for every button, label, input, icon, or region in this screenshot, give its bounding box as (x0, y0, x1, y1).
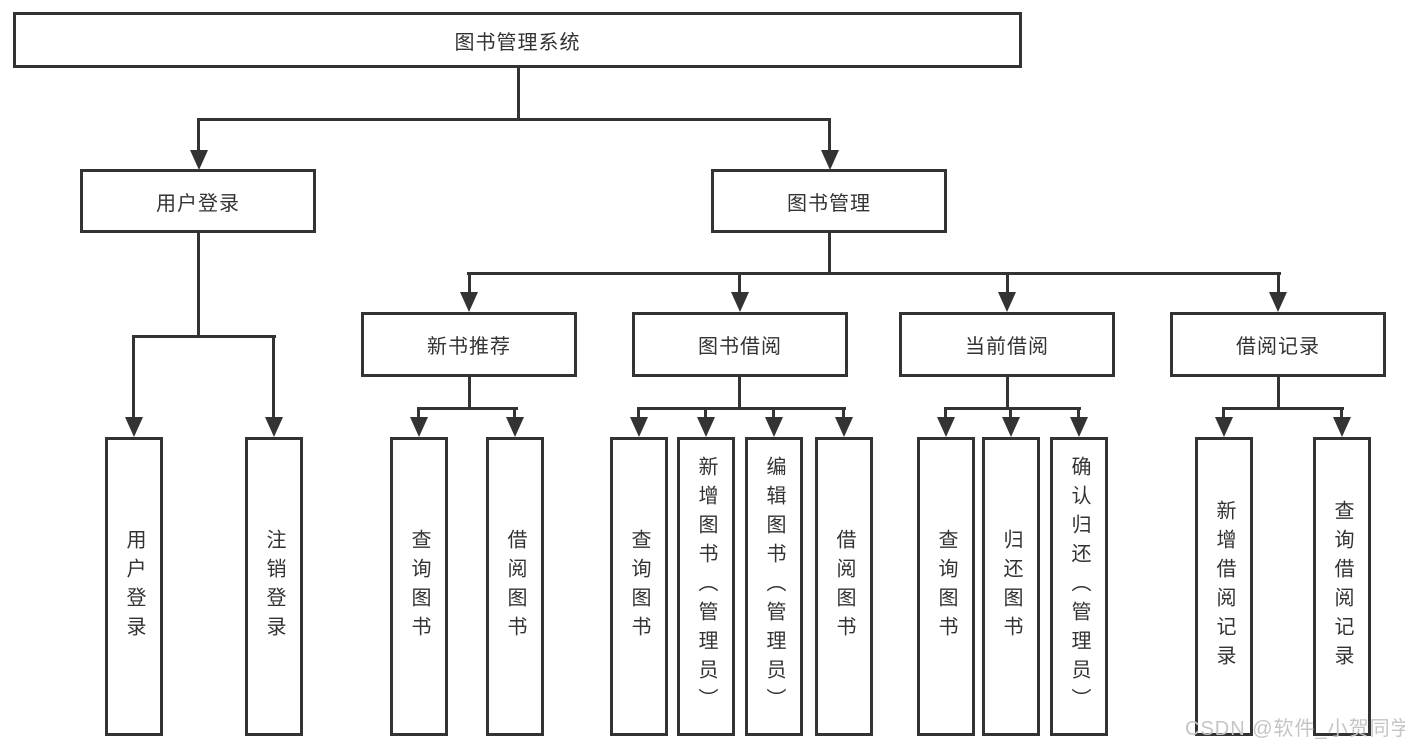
connector-to-borrow-records (1277, 272, 1280, 294)
arrow-to-login (125, 417, 143, 437)
node-leaf-logout: 注销登录 (245, 437, 303, 736)
node-leaf-return-books: 归还图书 (982, 437, 1040, 736)
connector-leaf (513, 407, 516, 419)
arrow-to-book-borrow (731, 292, 749, 312)
connector-new-book-rec-stem (468, 375, 471, 410)
arrow-to-book-management (821, 150, 839, 170)
connector-book-borrow-branch (637, 407, 846, 410)
connector-to-user-login (197, 118, 200, 152)
node-leaf-query-borrow-record: 查询借阅记录 (1313, 437, 1371, 736)
connector-current-borrow-branch (944, 407, 1081, 410)
arrow-leaf (1215, 417, 1233, 437)
node-leaf-confirm-return-admin: 确认归还（管理员） (1050, 437, 1108, 736)
connector-root-branch (197, 118, 831, 121)
connector-root-stem (517, 65, 520, 120)
connector-leaf (637, 407, 640, 419)
node-leaf-query-books-rec: 查询图书 (390, 437, 448, 736)
arrow-to-logout (265, 417, 283, 437)
leaf-label: 查询借阅记录 (1331, 499, 1353, 674)
node-new-book-recommendation: 新书推荐 (361, 312, 577, 377)
connector-to-login (132, 335, 135, 419)
connector-book-mgmt-branch (467, 272, 1281, 275)
arrow-leaf (697, 417, 715, 437)
connector-leaf (704, 407, 707, 419)
node-borrowing-records: 借阅记录 (1170, 312, 1386, 377)
node-leaf-edit-books-admin: 编辑图书（管理员） (745, 437, 803, 736)
leaf-label: 查询图书 (408, 528, 430, 645)
leaf-label: 确认归还（管理员） (1068, 456, 1090, 717)
node-current-borrowing: 当前借阅 (899, 312, 1115, 377)
leaf-label: 借阅图书 (833, 528, 855, 645)
node-leaf-borrow-books: 借阅图书 (815, 437, 873, 736)
connector-leaf (1077, 407, 1080, 419)
connector-to-new-book-rec (468, 272, 471, 294)
leaf-label: 查询图书 (628, 528, 650, 645)
arrow-leaf (1333, 417, 1351, 437)
arrow-leaf (506, 417, 524, 437)
node-user-login: 用户登录 (80, 169, 316, 233)
connector-borrow-records-stem (1277, 375, 1280, 410)
connector-book-borrow-stem (738, 375, 741, 410)
arrow-to-current-borrow (998, 292, 1016, 312)
connector-to-book-management (828, 118, 831, 152)
node-leaf-add-borrow-record: 新增借阅记录 (1195, 437, 1253, 736)
node-leaf-add-books-admin: 新增图书（管理员） (677, 437, 735, 736)
connector-current-borrow-stem (1006, 375, 1009, 410)
connector-user-login-stem (197, 231, 200, 338)
arrow-leaf (765, 417, 783, 437)
connector-to-current-borrow (1006, 272, 1009, 294)
connector-to-book-borrow (738, 272, 741, 294)
arrow-to-new-book-rec (460, 292, 478, 312)
arrow-to-borrow-records (1269, 292, 1287, 312)
node-library-management-system: 图书管理系统 (13, 12, 1022, 68)
connector-leaf (417, 407, 420, 419)
arrow-leaf (630, 417, 648, 437)
connector-leaf (1222, 407, 1225, 419)
leaf-label: 归还图书 (1000, 528, 1022, 645)
arrow-leaf (1070, 417, 1088, 437)
connector-to-logout (272, 335, 275, 419)
arrow-leaf (835, 417, 853, 437)
csdn-watermark: CSDN @软件_小贺同学 (1185, 718, 1405, 740)
arrow-leaf (937, 417, 955, 437)
leaf-label: 借阅图书 (504, 528, 526, 645)
arrow-leaf (1002, 417, 1020, 437)
connector-borrow-records-branch (1222, 407, 1344, 410)
connector-leaf (772, 407, 775, 419)
node-leaf-query-books-current: 查询图书 (917, 437, 975, 736)
arrow-to-user-login (190, 150, 208, 170)
leaf-label: 新增图书（管理员） (695, 456, 717, 717)
leaf-label: 编辑图书（管理员） (763, 456, 785, 717)
connector-book-mgmt-stem (828, 231, 831, 275)
node-book-borrowing: 图书借阅 (632, 312, 848, 377)
connector-leaf (944, 407, 947, 419)
connector-leaf (1009, 407, 1012, 419)
leaf-label: 注销登录 (263, 528, 285, 645)
node-leaf-borrow-books-rec: 借阅图书 (486, 437, 544, 736)
connector-new-book-rec-branch (417, 407, 518, 410)
node-leaf-query-books-borrow: 查询图书 (610, 437, 668, 736)
connector-leaf (842, 407, 845, 419)
leaf-label: 查询图书 (935, 528, 957, 645)
leaf-label: 用户登录 (123, 528, 145, 645)
arrow-leaf (410, 417, 428, 437)
node-leaf-user-login: 用户登录 (105, 437, 163, 736)
leaf-label: 新增借阅记录 (1213, 499, 1235, 674)
connector-leaf (1340, 407, 1343, 419)
connector-user-login-branch (132, 335, 276, 338)
node-book-management: 图书管理 (711, 169, 947, 233)
